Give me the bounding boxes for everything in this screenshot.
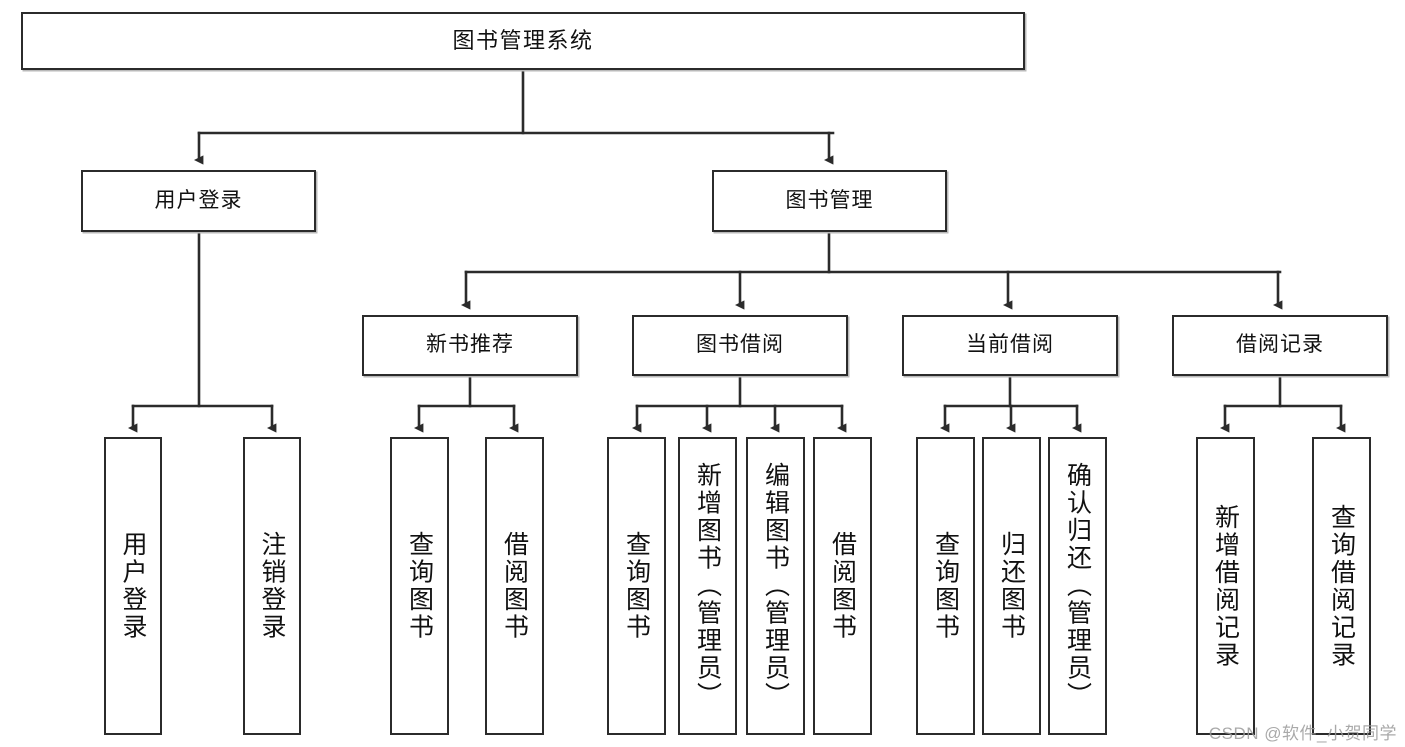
- node-leaf-user-login[interactable]: 用户登录: [104, 437, 162, 735]
- node-leaf-query-borrow-record-label: 查询借阅记录: [1327, 503, 1356, 669]
- node-leaf-query-book-borrow[interactable]: 查询图书: [607, 437, 666, 735]
- node-leaf-query-book-rec[interactable]: 查询图书: [390, 437, 449, 735]
- node-leaf-borrow-book-label: 借阅图书: [828, 531, 857, 641]
- node-borrow-records[interactable]: 借阅记录: [1172, 315, 1388, 376]
- node-leaf-add-borrow-record-label: 新增借阅记录: [1211, 503, 1240, 669]
- node-leaf-query-book-rec-label: 查询图书: [405, 531, 434, 641]
- node-new-book-recommend[interactable]: 新书推荐: [362, 315, 578, 376]
- node-root[interactable]: 图书管理系统: [21, 12, 1025, 70]
- node-leaf-confirm-return-admin[interactable]: 确认归还（管理员）: [1048, 437, 1107, 735]
- node-book-management-label: 图书管理: [785, 188, 874, 212]
- node-user-login[interactable]: 用户登录: [81, 170, 316, 232]
- node-user-login-label: 用户登录: [154, 188, 243, 212]
- node-book-borrow[interactable]: 图书借阅: [632, 315, 848, 376]
- node-leaf-borrow-book[interactable]: 借阅图书: [813, 437, 872, 735]
- node-leaf-query-book-borrow-label: 查询图书: [622, 531, 651, 641]
- node-leaf-borrow-book-rec-label: 借阅图书: [500, 531, 529, 641]
- node-leaf-query-book-current[interactable]: 查询图书: [916, 437, 975, 735]
- node-new-book-recommend-label: 新书推荐: [426, 333, 514, 357]
- node-leaf-add-book-admin-label: 新增图书（管理员）: [693, 462, 722, 710]
- node-leaf-query-borrow-record[interactable]: 查询借阅记录: [1312, 437, 1371, 735]
- node-leaf-query-book-current-label: 查询图书: [931, 531, 960, 641]
- node-leaf-borrow-book-rec[interactable]: 借阅图书: [485, 437, 544, 735]
- node-root-label: 图书管理系统: [452, 28, 594, 54]
- node-leaf-edit-book-admin-label: 编辑图书（管理员）: [761, 462, 790, 710]
- node-leaf-edit-book-admin[interactable]: 编辑图书（管理员）: [746, 437, 805, 735]
- node-leaf-confirm-return-admin-label: 确认归还（管理员）: [1063, 462, 1092, 710]
- node-book-borrow-label: 图书借阅: [696, 333, 784, 357]
- node-leaf-return-book-label: 归还图书: [997, 531, 1026, 641]
- csdn-watermark: CSDN @软件_小贺同学: [1208, 724, 1397, 743]
- node-book-management[interactable]: 图书管理: [712, 170, 947, 232]
- node-leaf-add-borrow-record[interactable]: 新增借阅记录: [1196, 437, 1255, 735]
- node-leaf-logout-label: 注销登录: [258, 531, 286, 641]
- node-leaf-return-book[interactable]: 归还图书: [982, 437, 1041, 735]
- node-leaf-logout[interactable]: 注销登录: [243, 437, 301, 735]
- node-leaf-add-book-admin[interactable]: 新增图书（管理员）: [678, 437, 737, 735]
- node-leaf-user-login-label: 用户登录: [119, 531, 147, 641]
- node-current-borrow-label: 当前借阅: [966, 333, 1054, 357]
- node-borrow-records-label: 借阅记录: [1236, 333, 1324, 357]
- node-current-borrow[interactable]: 当前借阅: [902, 315, 1118, 376]
